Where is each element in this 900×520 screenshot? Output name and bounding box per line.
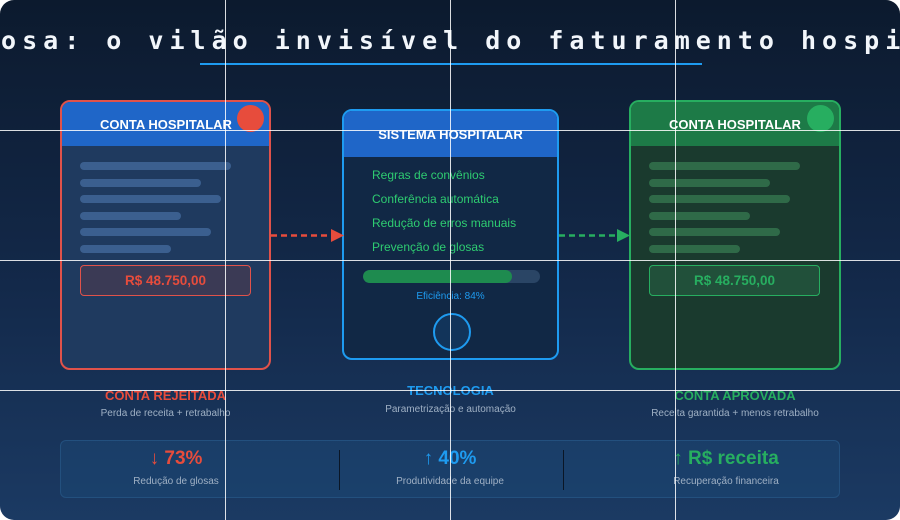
green-dashed-arrow-icon [559, 229, 630, 242]
stat-value: ↓ 73% [149, 448, 203, 469]
text-line-placeholder [80, 195, 221, 203]
placeholder-text-lines [80, 162, 231, 261]
stat-revenue: ↑ R$ receita Recuperação financeira [611, 441, 841, 487]
feature-list: Regras de convênios Conferência automáti… [372, 168, 516, 264]
text-line-placeholder [80, 162, 231, 170]
stat-value: ↑ R$ receita [673, 448, 779, 469]
text-line-placeholder [649, 244, 740, 253]
approved-subcaption: Receita garantida + menos retrabalho [651, 408, 819, 419]
text-line-placeholder [649, 162, 800, 170]
text-line-placeholder [80, 228, 211, 236]
card-header: CONTA HOSPITALAR [631, 102, 839, 146]
rejected-subcaption: Perda de receita + retrabalho [100, 408, 231, 419]
placeholder-text-lines [649, 162, 800, 261]
stat-divider [563, 450, 564, 490]
grid-line [0, 390, 900, 391]
text-line-placeholder [649, 228, 780, 236]
title-underline [200, 63, 702, 65]
rejected-account-card: CONTA HOSPITALAR R$ 48.750,00 [60, 100, 271, 370]
stat-divider [339, 450, 340, 490]
text-line-placeholder [649, 211, 750, 220]
text-line-placeholder [80, 211, 181, 220]
stat-label: Redução de glosas [133, 476, 219, 487]
stat-label: Recuperação financeira [673, 476, 779, 487]
text-line-placeholder [649, 195, 790, 203]
green-circle-icon [807, 105, 834, 132]
feature-item: Prevenção de glosas [372, 240, 485, 254]
feature-item: Regras de convênios [372, 168, 485, 182]
stat-glosas: ↓ 73% Redução de glosas [61, 441, 291, 487]
red-circle-icon [237, 105, 264, 132]
feature-item: Redução de erros manuais [372, 216, 517, 230]
rejected-caption: CONTA REJEITADA [104, 388, 227, 403]
approved-caption: CONTA APROVADA [674, 388, 796, 403]
efficiency-progress-fill [363, 270, 512, 283]
approved-amount: R$ 48.750,00 [649, 265, 820, 296]
rejected-amount: R$ 48.750,00 [80, 265, 251, 296]
red-dashed-arrow-icon [271, 229, 344, 242]
efficiency-progress-bar [363, 270, 540, 283]
card-header: CONTA HOSPITALAR [62, 102, 269, 146]
feature-item: Conferência automática [372, 192, 499, 206]
text-line-placeholder [649, 178, 770, 187]
grid-line [0, 130, 900, 131]
circle-button-icon[interactable] [433, 313, 471, 351]
text-line-placeholder [80, 178, 201, 187]
text-line-placeholder [80, 244, 171, 253]
approved-account-card: CONTA HOSPITALAR R$ 48.750,00 [629, 100, 841, 370]
grid-line [0, 260, 900, 261]
